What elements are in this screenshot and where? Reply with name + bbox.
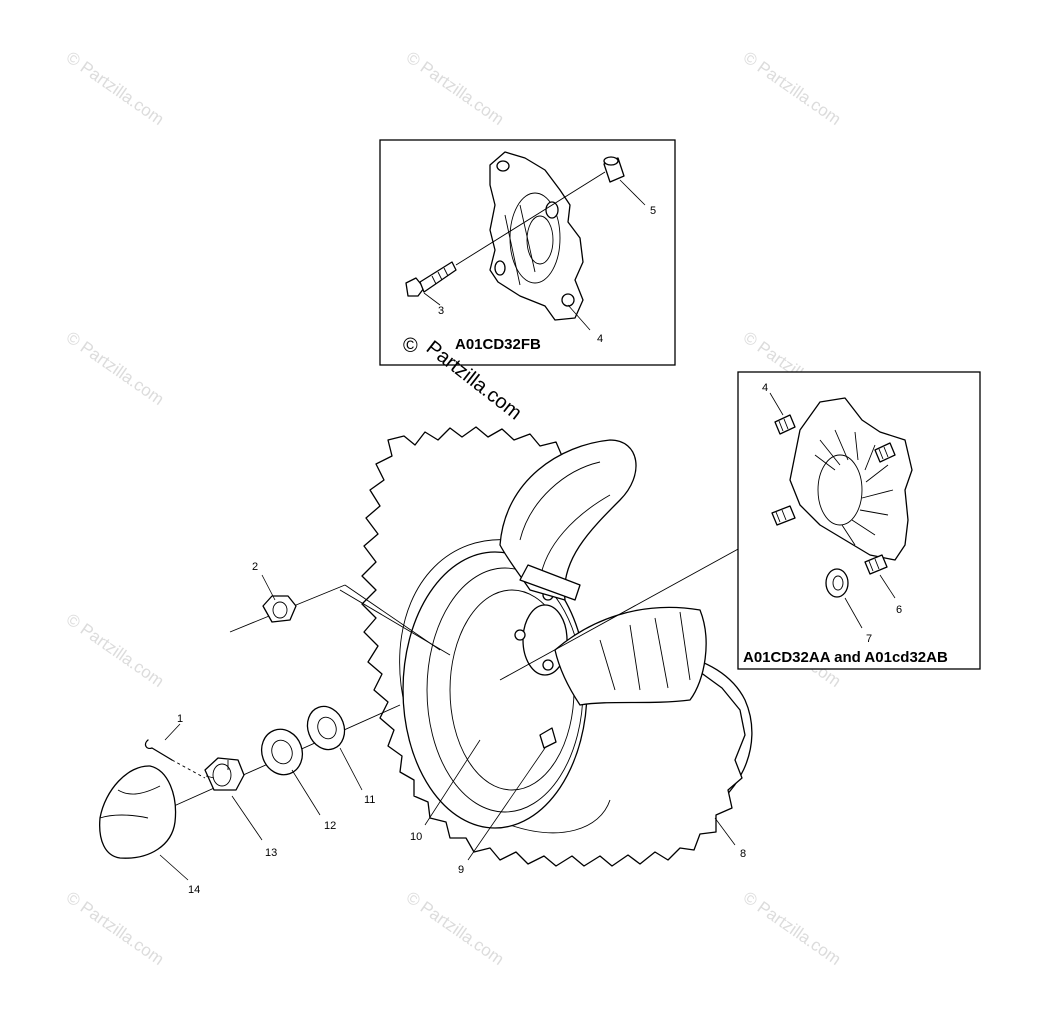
tread-block — [519, 564, 581, 601]
cutaway-line — [539, 494, 611, 581]
callout-7: 7 — [866, 633, 872, 645]
lug-hole — [542, 659, 554, 671]
inset-right-label: A01CD32AA and A01cd32AB — [743, 649, 948, 666]
inset-top-bolt — [405, 261, 457, 297]
inset-top-hub — [489, 151, 584, 321]
watermark: © Partzilla.com — [63, 888, 168, 969]
callout-12: 12 — [324, 820, 336, 832]
part-14-hub-cap — [99, 765, 177, 859]
part-2-nut — [262, 595, 297, 623]
leader-5 — [619, 179, 646, 206]
watermark: © Partzilla.com — [740, 48, 845, 129]
callout-2: 2 — [252, 561, 258, 573]
part-12-washer — [260, 728, 304, 776]
watermark: © Partzilla.com — [63, 328, 168, 409]
hub-rib — [504, 214, 521, 286]
callout-3: 3 — [438, 305, 444, 317]
callout-5: 5 — [650, 205, 656, 217]
watermark: © Partzilla.com — [63, 610, 168, 691]
callout-6: 6 — [896, 604, 902, 616]
leader-7 — [844, 597, 863, 629]
leader-4b — [769, 392, 784, 416]
hub-rib — [519, 204, 536, 273]
callout-10: 10 — [410, 831, 422, 843]
wheel-assembly — [361, 426, 753, 867]
inset-right-studs — [771, 414, 896, 575]
inset-right-hub — [789, 397, 913, 561]
lug-hole — [514, 629, 526, 641]
cutaway-line — [519, 461, 601, 541]
bolt-hole — [561, 293, 575, 307]
inset-top-axis — [455, 171, 606, 266]
callout-8: 8 — [740, 848, 746, 860]
main-leaders — [159, 574, 736, 881]
inset-right: 4 6 7 A01CD32AA and A01cd32AB — [737, 371, 981, 670]
tire-cutaway-bottom — [554, 606, 707, 706]
callout-11: 11 — [364, 794, 375, 806]
callout-1: 1 — [177, 713, 183, 725]
valve-stem — [539, 727, 557, 749]
inset-top-spacer — [603, 156, 625, 183]
part-13-castle-nut — [204, 757, 245, 791]
bolt-hole — [494, 260, 506, 276]
watermark: © Partzilla.com — [403, 888, 508, 969]
inset-right-locknut — [825, 568, 849, 598]
inset-top-label: A01CD32FB — [455, 336, 541, 353]
part-1-cotter-pin — [144, 739, 206, 779]
tread-ribs — [599, 611, 691, 691]
leader-6 — [879, 574, 896, 599]
hub-ribs — [814, 429, 894, 546]
watermark: © Partzilla.com — [403, 48, 508, 129]
callout-13: 13 — [265, 847, 277, 859]
callout-4: 4 — [597, 333, 603, 345]
inset-top: 5 3 4 © A01CD32FB — [379, 139, 676, 366]
watermark: © Partzilla.com — [63, 48, 168, 129]
hub-bore-inner — [526, 215, 554, 265]
leader-3 — [423, 292, 441, 306]
bolt-hole — [496, 160, 510, 172]
copyright-symbol: © — [403, 335, 418, 357]
bolt-hole — [545, 201, 559, 219]
main-callouts: 2 1 11 12 13 14 10 9 8 — [177, 561, 746, 896]
callout-14: 14 — [188, 884, 200, 896]
watermark: © Partzilla.com — [740, 888, 845, 969]
callout-4b: 4 — [762, 382, 768, 394]
part-11-washer — [306, 705, 346, 751]
callout-9: 9 — [458, 864, 464, 876]
inset-right-bore — [817, 454, 863, 526]
tire-cutaway-top — [499, 439, 637, 601]
leader-4 — [567, 304, 591, 331]
nut2-line — [344, 584, 441, 651]
